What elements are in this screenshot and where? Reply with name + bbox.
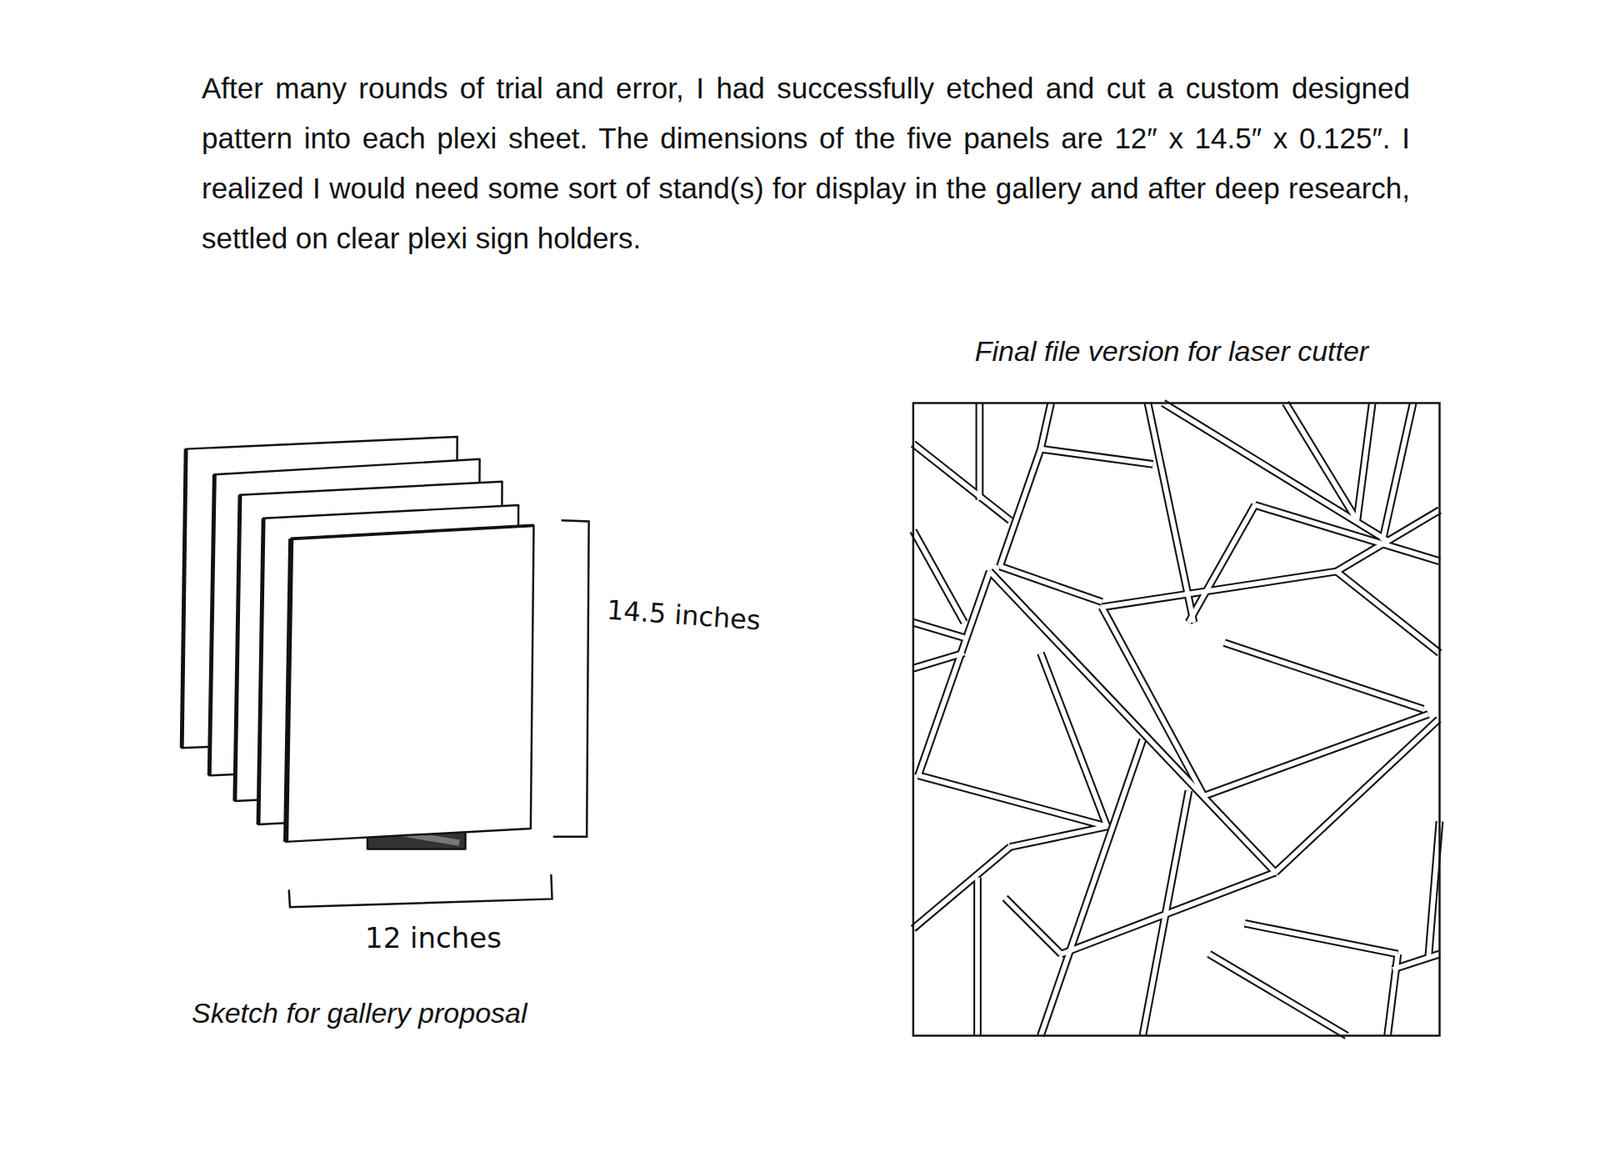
cut-line [1101, 570, 1337, 607]
cut-line [913, 846, 1010, 929]
cut-line [1000, 449, 1041, 567]
panel [285, 525, 534, 841]
body-text: After many rounds of trial and error, I … [201, 63, 1410, 264]
cut-line [1392, 954, 1440, 970]
cut-line [1428, 820, 1440, 959]
cut-line [1163, 403, 1388, 541]
cut-line [1356, 403, 1372, 521]
dimension-label: 12 inches [365, 920, 502, 956]
cut-line [1147, 403, 1194, 623]
cut-line [975, 877, 980, 1036]
figure-caption: Final file version for laser cutter [975, 333, 1369, 370]
cut-line [977, 403, 983, 500]
cut-line [1000, 449, 1041, 567]
cut-line [1163, 403, 1388, 541]
cut-line [975, 403, 985, 500]
cut-line [1336, 570, 1440, 653]
cut-line [1336, 570, 1440, 653]
cut-line [913, 846, 1010, 929]
cut-line [1101, 570, 1337, 607]
cut-line [1188, 505, 1255, 623]
cut-line [913, 443, 1010, 520]
cut-line [913, 530, 965, 623]
cut-line [1356, 403, 1372, 521]
cut-line [1010, 826, 1107, 847]
laser-cut-pattern [913, 403, 1440, 1036]
cut-line [1285, 403, 1358, 521]
cut-line [1245, 923, 1399, 955]
cut-line [1010, 826, 1107, 847]
cut-line [913, 622, 965, 638]
cut-line [1040, 652, 1108, 826]
cut-line [1040, 739, 1143, 1035]
cut-line [1040, 403, 1051, 450]
cut-line [1209, 954, 1347, 1036]
cut-line [1188, 505, 1255, 623]
cut-line [918, 775, 1107, 826]
cut-line [1040, 652, 1108, 826]
figure-caption: Sketch for gallery proposal [191, 995, 528, 1031]
cut-line [1224, 642, 1424, 710]
cut-line [1336, 510, 1440, 571]
cut-line [913, 443, 1010, 520]
cut-line [1147, 403, 1194, 623]
cut-line [913, 622, 965, 638]
cut-line [1040, 449, 1154, 465]
cut-line [1040, 449, 1154, 465]
cut-line [1382, 403, 1414, 541]
panel-sketch [181, 436, 534, 850]
cut-line [1005, 897, 1061, 954]
cut-line [913, 530, 965, 623]
cut-line [1204, 714, 1429, 796]
cut-line [973, 877, 982, 1036]
cut-line [1209, 954, 1347, 1036]
cut-line [1382, 403, 1414, 541]
cut-line [1101, 606, 1204, 795]
cut-line [1060, 872, 1275, 955]
cut-line [1245, 923, 1399, 955]
dimension-bracket [289, 520, 590, 907]
dimension-label: 14.5 inches [605, 593, 762, 638]
cut-line [1275, 719, 1439, 873]
cut-line [990, 570, 1276, 872]
cut-line [918, 775, 1107, 826]
cut-line [1224, 642, 1424, 710]
cut-line [913, 652, 965, 668]
cut-line [1428, 820, 1440, 959]
cut-line [1005, 897, 1061, 954]
cut-line [990, 570, 1276, 872]
cut-line [1040, 403, 1051, 450]
cut-line [1255, 505, 1440, 561]
